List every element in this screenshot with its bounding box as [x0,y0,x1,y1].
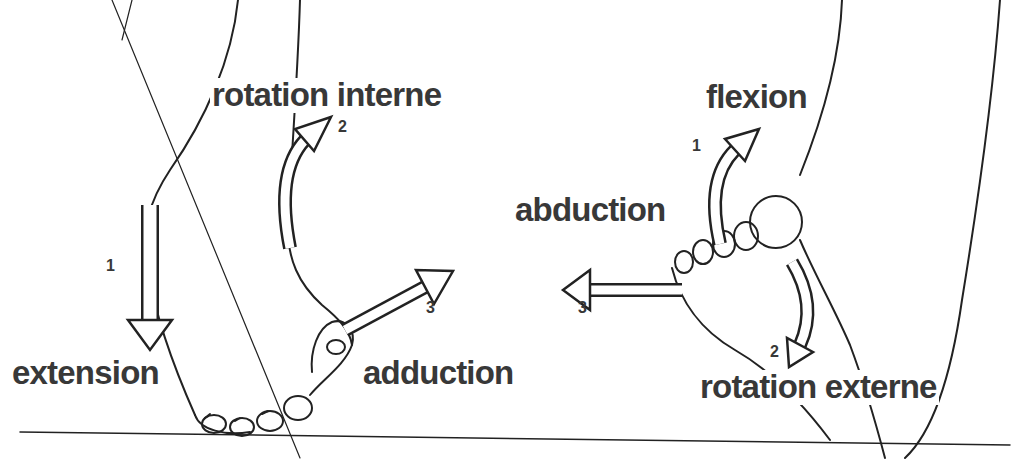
movement-label: extension [10,356,161,391]
callout-number: 1 [690,138,703,155]
movement-label: adduction [361,356,515,391]
callout-number: 3 [424,300,437,317]
callout-number: 3 [576,300,589,317]
callout-number: 2 [768,344,781,361]
movement-label: rotation interne [210,78,443,113]
callout-number: 2 [336,119,349,136]
movement-label: flexion [704,80,809,115]
movement-label: rotation externe [698,370,939,405]
movement-label: abduction [513,193,667,228]
callout-number: 1 [104,258,117,275]
